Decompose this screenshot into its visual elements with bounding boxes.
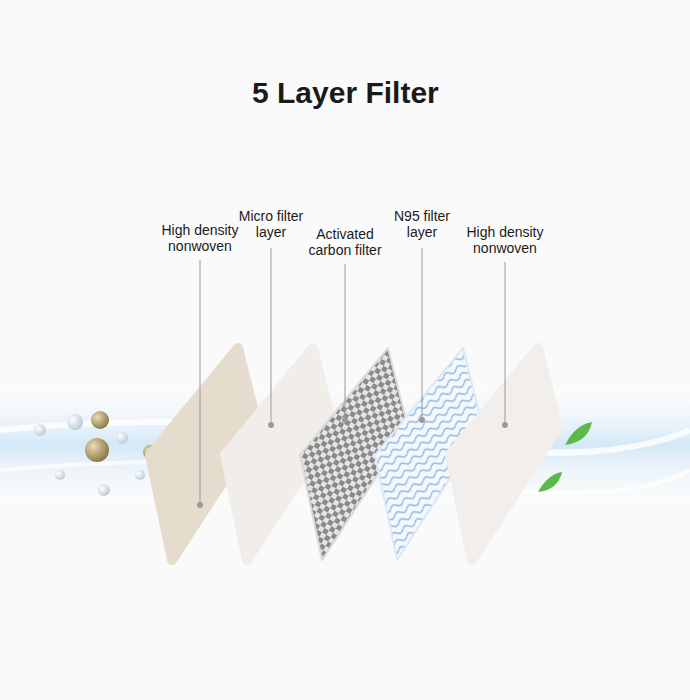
leaf <box>565 422 592 445</box>
part-label: N95 filter layer <box>383 208 461 240</box>
part-label: Activated carbon filter <box>299 226 391 258</box>
part-label: Micro filter layer <box>227 208 315 240</box>
diagram-title: 5 Layer Filter <box>252 76 439 110</box>
leader-lines <box>200 248 505 505</box>
part-label: High density nonwoven <box>150 222 250 254</box>
nonwoven-sheet <box>450 348 558 560</box>
part-label: High density nonwoven <box>455 224 555 256</box>
leaf <box>538 472 562 492</box>
